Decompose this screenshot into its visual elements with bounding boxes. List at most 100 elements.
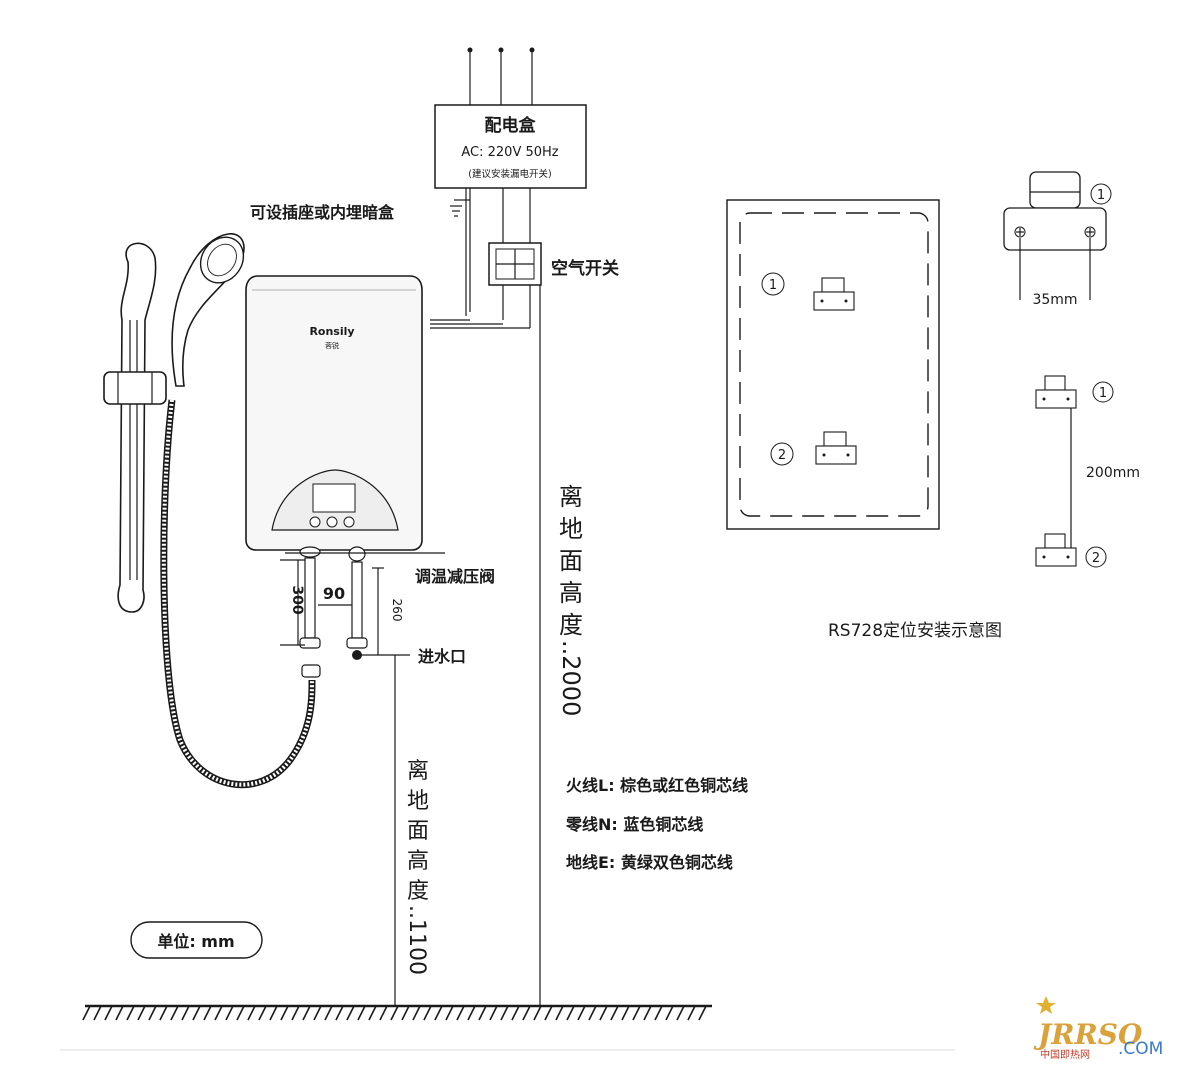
ground-hatch-mark [621, 1005, 630, 1021]
ground-hatch-mark [357, 1005, 366, 1021]
height-2000-label: 离 地 面 高 度 ..2000 [557, 483, 585, 716]
ground-hatch-mark [379, 1005, 388, 1021]
ground-hatch-mark [159, 1005, 168, 1021]
ground-hatch-mark [346, 1005, 355, 1021]
ground-hatch-mark [170, 1005, 179, 1021]
svg-text:1: 1 [1097, 188, 1105, 203]
wire-earth: 地线E: 黄绿双色铜芯线 [566, 853, 733, 872]
ground-hatch-mark [368, 1005, 377, 1021]
heater-brand-cn: 蓉锐 [325, 341, 339, 350]
dim-left-height: 300 [289, 585, 305, 614]
ground-hatch-mark [137, 1005, 146, 1021]
svg-text:高: 高 [407, 849, 429, 874]
ground-hatch-mark [511, 1005, 520, 1021]
svg-text:离: 离 [407, 759, 429, 784]
ground-hatch-mark [522, 1005, 531, 1021]
ground-hatch-mark [258, 1005, 267, 1021]
svg-text:面: 面 [559, 547, 583, 575]
air-switch [488, 242, 542, 286]
ground-hatch-mark [423, 1005, 432, 1021]
shower-hose [160, 399, 316, 789]
ground-hatch-mark [247, 1005, 256, 1021]
ground-hatch-mark [588, 1005, 597, 1021]
dimension-lines [280, 552, 445, 1005]
ground-hatch-mark [643, 1005, 652, 1021]
distribution-box: 配电盒 AC: 220V 50Hz (建议安装漏电开关) [434, 104, 587, 189]
dim-35mm: 35mm [1032, 292, 1077, 308]
ground-hatch-mark [467, 1005, 476, 1021]
svg-text:.COM: .COM [1118, 1039, 1163, 1059]
ground-hatch-mark [104, 1005, 113, 1021]
ground-line [82, 1004, 712, 1021]
shower-rail [103, 242, 167, 613]
ground-hatch-mark [291, 1005, 300, 1021]
height-1100-label: 离 地 面 高 度 ..1100 [404, 759, 429, 975]
unit-label-box: 单位: mm [130, 921, 263, 959]
svg-text:..1100: ..1100 [404, 905, 429, 975]
svg-text:1: 1 [1099, 386, 1107, 401]
pipes [299, 546, 368, 678]
ground-hatch-mark [335, 1005, 344, 1021]
bracket-detail-35: 1 35mm [1003, 171, 1112, 308]
ground-hatch-mark [203, 1005, 212, 1021]
ground-hatch-mark [93, 1005, 102, 1021]
svg-text:2: 2 [1092, 551, 1100, 566]
ground-hatch-mark [456, 1005, 465, 1021]
ground-hatch-mark [632, 1005, 641, 1021]
heater-brand: Ronsily [309, 325, 354, 338]
svg-text:..2000: ..2000 [557, 640, 585, 716]
ground-hatch-mark [192, 1005, 201, 1021]
ground-hatch-mark [533, 1005, 542, 1021]
shower-head [171, 233, 245, 387]
svg-text:2: 2 [778, 448, 786, 463]
ground-hatch-mark [478, 1005, 487, 1021]
unit-label: 单位: mm [157, 932, 234, 951]
power-input-lines [467, 47, 535, 105]
air-switch-label: 空气开关 [551, 258, 619, 279]
ground-hatch-mark [390, 1005, 399, 1021]
ground-hatch-mark [665, 1005, 674, 1021]
mounting-caption: RS728定位安装示意图 [828, 621, 1002, 641]
distribution-box-title: 配电盒 [485, 115, 537, 136]
ground-hatch-mark [236, 1005, 245, 1021]
ground-hatch-mark [412, 1005, 421, 1021]
ground-hatch-mark [214, 1005, 223, 1021]
svg-text:离: 离 [559, 483, 583, 511]
ground-hatch-mark [555, 1005, 564, 1021]
svg-text:中国即热网: 中国即热网 [1040, 1048, 1090, 1061]
ground-hatch-mark [566, 1005, 575, 1021]
water-heater: Ronsily 蓉锐 [245, 275, 423, 551]
mounting-template: 1 2 [726, 199, 940, 530]
distribution-box-spec: AC: 220V 50Hz [461, 145, 558, 160]
ground-hatch-mark [115, 1005, 124, 1021]
bracket-detail-200: 1 2 200mm [1035, 375, 1140, 568]
ground-hatch-mark [544, 1005, 553, 1021]
ground-hatch-mark [610, 1005, 619, 1021]
wire-neutral: 零线N: 蓝色铜芯线 [565, 815, 703, 834]
valve-label: 调温减压阀 [415, 567, 495, 586]
distribution-box-note: (建议安装漏电开关) [468, 168, 551, 180]
ground-hatch-mark [82, 1005, 91, 1021]
wires [430, 188, 541, 1005]
ground-hatch-mark [445, 1005, 454, 1021]
ground-hatch-mark [577, 1005, 586, 1021]
ground-hatch-mark [654, 1005, 663, 1021]
ground-hatch-mark [698, 1005, 707, 1021]
svg-text:地: 地 [407, 789, 429, 814]
ground-hatch-mark [500, 1005, 509, 1021]
ground-hatch-mark [225, 1005, 234, 1021]
wiring-notes: 火线L: 棕色或红色铜芯线 零线N: 蓝色铜芯线 地线E: 黄绿双色铜芯线 [565, 776, 748, 872]
svg-text:1: 1 [769, 278, 777, 293]
ground-hatch-mark [148, 1005, 157, 1021]
svg-text:JRRSO: JRRSO [1033, 1018, 1143, 1051]
ground-hatch-mark [313, 1005, 322, 1021]
ground-hatch-mark [676, 1005, 685, 1021]
ground-hatch-mark [489, 1005, 498, 1021]
dim-right-height: 260 [390, 599, 404, 622]
ground-hatch-mark [401, 1005, 410, 1021]
socket-label: 可设插座或内埋暗盒 [250, 203, 395, 222]
ground-hatch-mark [324, 1005, 333, 1021]
ground-hatch-mark [434, 1005, 443, 1021]
ground-hatch-mark [599, 1005, 608, 1021]
dim-spacing: 90 [323, 584, 345, 603]
